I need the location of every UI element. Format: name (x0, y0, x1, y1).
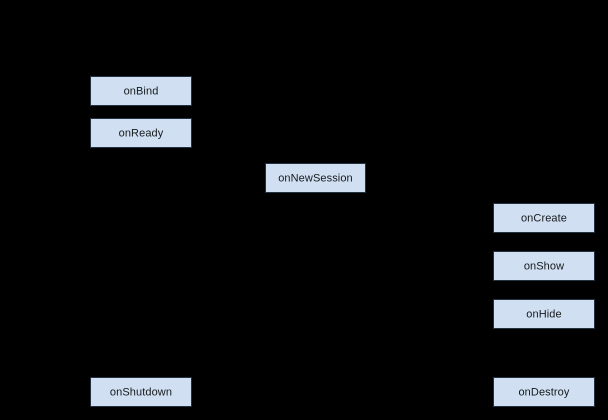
node-on-hide[interactable]: onHide (493, 299, 595, 329)
node-on-new-session[interactable]: onNewSession (265, 163, 366, 193)
node-on-bind[interactable]: onBind (90, 76, 192, 106)
node-label: onBind (123, 85, 159, 97)
node-label: onDestroy (518, 386, 570, 398)
node-label: onShutdown (109, 386, 173, 398)
node-label: onShow (523, 260, 565, 272)
node-label: onNewSession (278, 172, 353, 184)
node-on-destroy[interactable]: onDestroy (493, 377, 595, 407)
node-on-ready[interactable]: onReady (90, 118, 192, 148)
node-on-create[interactable]: onCreate (493, 203, 595, 233)
node-on-shutdown[interactable]: onShutdown (90, 377, 192, 407)
node-label: onHide (526, 308, 562, 320)
node-label: onReady (118, 127, 164, 139)
node-on-show[interactable]: onShow (493, 251, 595, 281)
node-label: onCreate (520, 212, 568, 224)
